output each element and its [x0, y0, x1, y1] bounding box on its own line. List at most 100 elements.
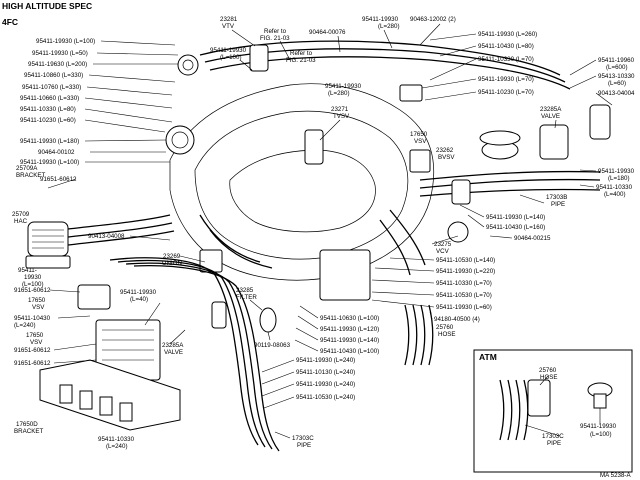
callout-c5: 95411-10760 (L=330): [22, 84, 81, 91]
callout-m3b: FILTER: [236, 294, 257, 301]
callout-r13b: PIPE: [551, 201, 565, 208]
callout-c23b: BRACKET: [14, 428, 43, 435]
atm-pipe-sub: PIPE: [547, 440, 561, 447]
callout-m4: 23285A: [162, 342, 184, 349]
callout-c17: 91651-60612: [14, 287, 51, 294]
callout-r1: 95411-19930 (L=260): [478, 31, 537, 38]
callout-b7: 95411-19930 (L=240): [296, 381, 355, 388]
callout-b9b: PIPE: [297, 442, 311, 449]
callout-c13: 91651-60612: [40, 176, 77, 183]
callout-t8b: TVSV: [333, 113, 350, 120]
callout-c18b: VSV: [32, 304, 45, 311]
callout-c22: 91651-60612: [14, 360, 51, 367]
callout-r3: 95411-10330 (L=70): [478, 56, 534, 63]
callout-r12b: (L=400): [604, 191, 626, 198]
callout-b9: 17303C: [292, 435, 314, 442]
bracket-17650d: [39, 359, 181, 431]
callout-b2: 95411-19930 (L=120): [320, 326, 379, 333]
callout-c19: 95411-10430: [14, 315, 51, 322]
callout-r11: 95411-19930: [598, 168, 635, 175]
callout-c20b: VSV: [30, 339, 43, 346]
callout-c10: 90464-00102: [38, 149, 75, 156]
callout-r25b: HOSE: [438, 331, 456, 338]
callout-r11b: (L=180): [608, 175, 630, 182]
atm-hose2-sub: (L=100): [590, 431, 612, 438]
callout-t1: 23281: [220, 16, 238, 23]
diagram-title: HIGH ALTITUDE SPEC: [2, 1, 92, 11]
callout-b8: 95411-10530 (L=240): [296, 394, 355, 401]
callout-c3: 95411-19630 (L=200): [28, 61, 87, 68]
callout-r8: 90413-04004: [598, 90, 635, 97]
callout-m3: 23285: [236, 287, 254, 294]
hac-unit: [25, 221, 71, 269]
atm-inset: ATM 25760 HOSE 17303C PIPE 95411-19930 (…: [473, 349, 633, 473]
callout-r9: 23285A: [540, 106, 562, 113]
callout-r13: 17303B: [546, 194, 567, 201]
callout-r22: 95411-10530 (L=70): [436, 292, 492, 299]
callout-c19b: (L=240): [14, 322, 36, 329]
callout-t8: 23271: [331, 106, 349, 113]
callout-b5: 95411-19930 (L=240): [296, 357, 355, 364]
callout-r25: 25760: [436, 324, 454, 331]
callout-c11: 95411-19930 (L=100): [20, 159, 79, 166]
callout-c8: 95411-10230 (L=60): [20, 117, 76, 124]
callout-r12: 95411-10330: [596, 184, 633, 191]
callout-t2b: (L=100): [220, 54, 242, 61]
callout-r14b: BVSV: [438, 154, 455, 161]
callout-t7: 90463-12002 (2): [410, 16, 456, 23]
top-callouts: 23281 VTV 95411-19930 (L=100) Refer to F…: [210, 16, 456, 141]
atm-hose-label: 25760: [539, 367, 557, 374]
callout-c4: 95411-10860 (L=330): [24, 72, 83, 79]
callout-m1b: UNION: [162, 260, 182, 267]
callout-m1: 23269: [163, 253, 181, 260]
callout-c16c: (L=100): [22, 281, 44, 288]
callout-t9b: (L=280): [328, 90, 350, 97]
callout-c9: 95411-19930 (L=180): [20, 138, 79, 145]
callout-r14: 23262: [436, 147, 454, 154]
callout-r5: 95411-10230 (L=70): [478, 89, 534, 96]
figure-id: MA 5238-A: [600, 472, 631, 479]
callout-r4: 95411-19930 (L=70): [478, 76, 534, 83]
callout-m2b: (L=40): [130, 296, 148, 303]
callout-t6: 95411-19930: [362, 16, 399, 23]
callout-t5: 90464-00076: [309, 29, 346, 36]
callout-t4: Refer to: [290, 50, 313, 57]
callout-b4: 95411-10430 (L=100): [320, 348, 379, 355]
callout-t9: 95411-19930: [325, 83, 362, 90]
atm-hose2-label: 95411-19930: [580, 423, 617, 430]
callout-c16b: 19930: [24, 274, 42, 281]
callout-m4b: VALVE: [164, 349, 183, 356]
callout-r16: 95411-10430 (L=160): [486, 224, 545, 231]
callout-c21: 91651-60612: [14, 347, 51, 354]
engine-linework: [59, 40, 611, 452]
callout-b1: 95411-10630 (L=100): [320, 315, 379, 322]
callout-c23: 17650D: [16, 421, 38, 428]
callout-r19: 95411-10530 (L=140): [436, 257, 495, 264]
callout-r17: 90464-00215: [514, 235, 551, 242]
vsv-left: [77, 284, 161, 381]
atm-title: ATM: [479, 352, 497, 362]
callout-c14: 25709: [12, 211, 30, 218]
atm-hose-sub: HOSE: [540, 374, 558, 381]
callout-r7b: (L=60): [608, 80, 626, 87]
callout-r20: 95411-19930 (L=220): [436, 268, 495, 275]
bottom-callouts: 95411-10630 (L=100) 95411-19930 (L=120) …: [261, 305, 379, 449]
callout-m5: 90119-08063: [254, 342, 291, 349]
callout-r21: 95411-10330 (L=70): [436, 280, 492, 287]
callout-t1b: VTV: [222, 23, 235, 30]
callout-r2: 95411-10430 (L=80): [478, 43, 534, 50]
callout-r18b: VCV: [436, 248, 450, 255]
callout-c12: 25709A: [16, 165, 38, 172]
callout-b6: 95411-10130 (L=240): [296, 369, 355, 376]
callout-c24b: (L=240): [106, 443, 128, 450]
middle-callouts: 23269 UNION 95411-19930 (L=40) 23285 FIL…: [120, 253, 291, 356]
callout-r10b: VSV: [414, 138, 427, 145]
atm-pipe-label: 17303C: [542, 433, 564, 440]
callout-c20: 17650: [26, 332, 44, 339]
callout-r10: 17650: [410, 131, 428, 138]
callout-r18: 23275: [434, 241, 452, 248]
callout-r7: 95413-10330: [598, 73, 635, 80]
callout-m2: 95411-19930: [120, 289, 157, 296]
right-callouts: 95411-19930 (L=260) 95411-10430 (L=80) 9…: [371, 31, 635, 338]
